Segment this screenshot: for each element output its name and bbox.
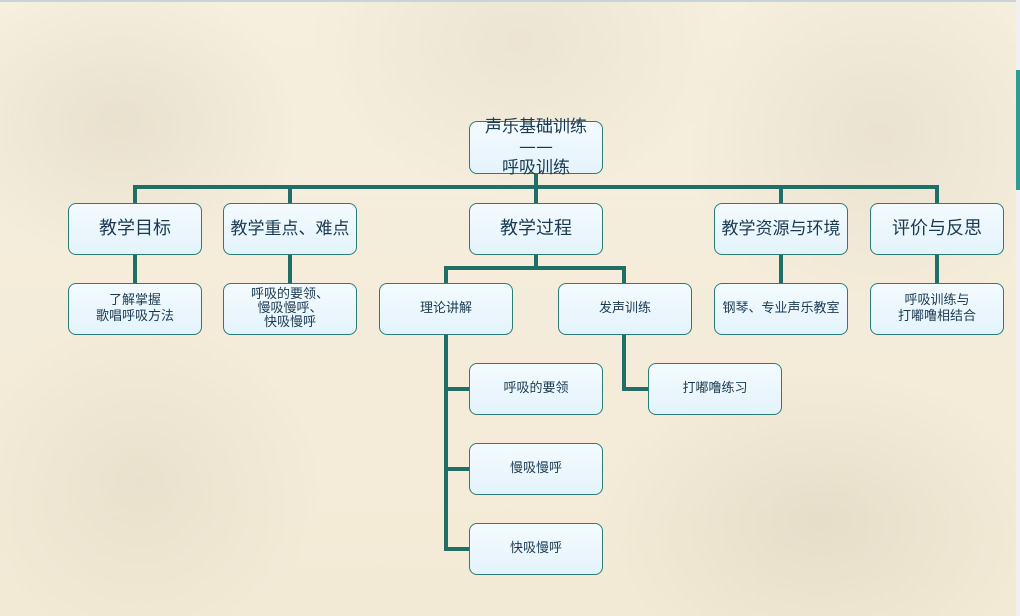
node-label: 理论讲解 (419, 301, 472, 317)
node-theory-item: 慢吸慢呼 (469, 443, 603, 495)
node-evaluation-detail: 呼吸训练与 打嘟噜相结合 (870, 283, 1004, 335)
node-label: 呼吸的要领、 慢吸慢呼、 快吸慢呼 (250, 286, 329, 331)
node-label: 呼吸的要领 (503, 381, 569, 397)
node-evaluation: 评价与反思 (870, 203, 1004, 255)
window-top-border (0, 0, 1020, 2)
node-label: 了解掌握 歌唱呼吸方法 (95, 293, 174, 324)
node-teaching-process: 教学过程 (469, 203, 603, 255)
node-vocal-item: 打嘟噜练习 (648, 363, 782, 415)
node-key-points-detail: 呼吸的要领、 慢吸慢呼、 快吸慢呼 (223, 283, 357, 335)
node-label: 评价与反思 (892, 218, 982, 240)
scrollbar-track[interactable] (1016, 0, 1020, 616)
node-label: 教学过程 (500, 218, 572, 240)
node-label: 钢琴、专业声乐教室 (722, 301, 840, 317)
node-label: 教学重点、难点 (230, 218, 350, 239)
node-label: 教学目标 (99, 218, 171, 240)
node-theory-item: 快吸慢呼 (469, 523, 603, 575)
node-label: 呼吸训练与 打嘟噜相结合 (897, 293, 976, 324)
root-node-label: 声乐基础训练—— 呼吸训练 (485, 116, 587, 178)
node-label: 慢吸慢呼 (509, 461, 562, 477)
scrollbar-thumb[interactable] (1016, 70, 1020, 190)
node-label: 快吸慢呼 (509, 541, 562, 557)
node-goal-detail: 了解掌握 歌唱呼吸方法 (68, 283, 202, 335)
node-theory-item: 呼吸的要领 (469, 363, 603, 415)
node-theory: 理论讲解 (379, 283, 513, 335)
node-label: 打嘟噜练习 (682, 381, 748, 397)
node-resources-detail: 钢琴、专业声乐教室 (714, 283, 848, 335)
node-teaching-goal: 教学目标 (68, 203, 202, 255)
node-key-points: 教学重点、难点 (223, 203, 357, 255)
node-resources: 教学资源与环境 (714, 203, 848, 255)
node-label: 发声训练 (598, 301, 651, 317)
root-node: 声乐基础训练—— 呼吸训练 (469, 117, 603, 178)
node-vocal-training: 发声训练 (558, 283, 692, 335)
node-label: 教学资源与环境 (721, 218, 841, 239)
